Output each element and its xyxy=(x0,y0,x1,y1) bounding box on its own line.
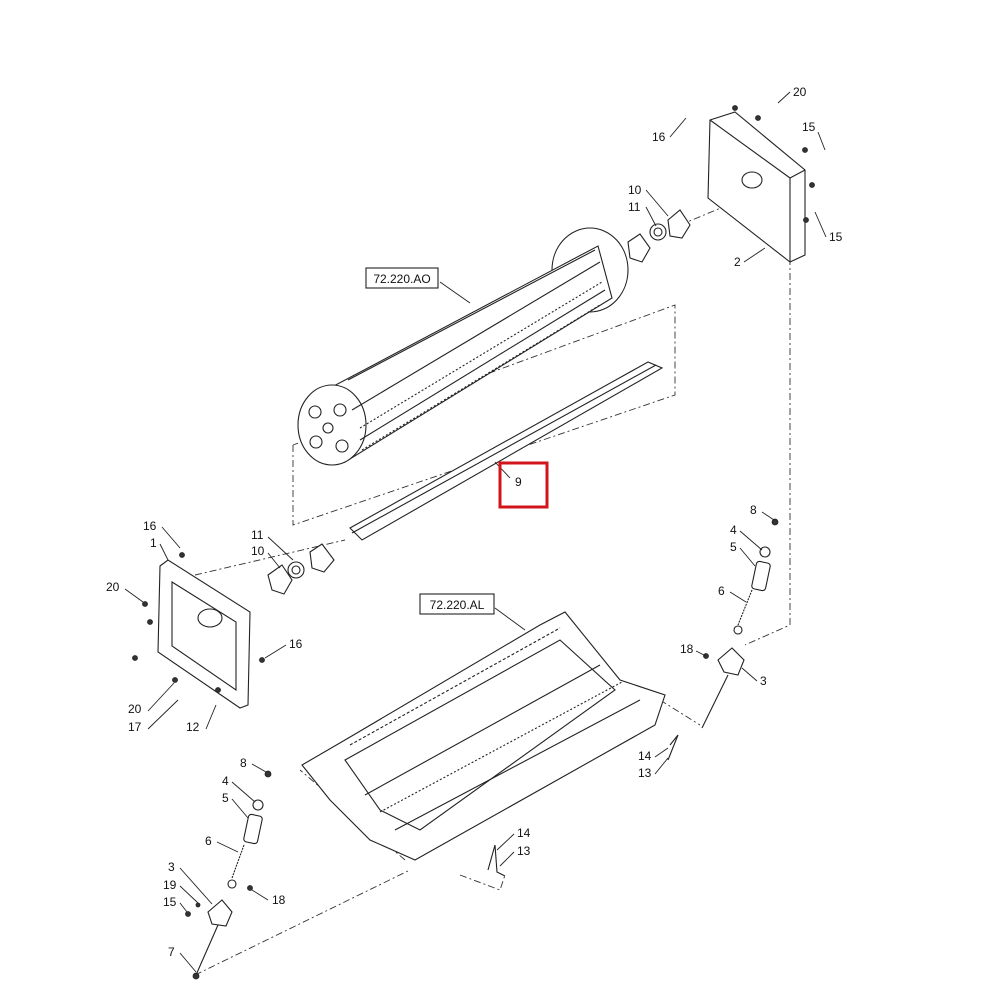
spring-assembly-left xyxy=(185,770,272,980)
callout-10-top[interactable]: 10 xyxy=(628,183,642,197)
callout-17[interactable]: 17 xyxy=(128,720,142,734)
rotor-drum xyxy=(297,227,629,466)
callout-16-top[interactable]: 16 xyxy=(652,130,666,144)
callout-3-left[interactable]: 3 xyxy=(168,860,175,874)
callout-11-left[interactable]: 11 xyxy=(251,528,264,542)
callout-3-right[interactable]: 3 xyxy=(760,674,767,688)
callout-10-left[interactable]: 10 xyxy=(251,544,265,558)
callout-19[interactable]: 19 xyxy=(163,878,177,892)
callouts: 20 16 15 10 11 15 2 9 16 1 11 10 20 16 2… xyxy=(106,85,843,973)
ref-label-pan: 72.220.AL xyxy=(430,598,485,612)
callout-15-left[interactable]: 15 xyxy=(163,895,177,909)
side-plate-right xyxy=(707,105,815,263)
callout-20-bottom[interactable]: 20 xyxy=(128,702,142,716)
callout-14-center[interactable]: 14 xyxy=(517,826,531,840)
ref-box-pan[interactable]: 72.220.AL xyxy=(419,593,526,631)
ref-label-rotor: 72.220.AO xyxy=(373,272,430,286)
highlight-box[interactable] xyxy=(498,461,549,509)
callout-6-right[interactable]: 6 xyxy=(718,584,725,598)
callout-20-left[interactable]: 20 xyxy=(106,580,120,594)
bearing-right xyxy=(627,209,691,263)
callout-11-top[interactable]: 11 xyxy=(628,200,641,214)
callout-18-left[interactable]: 18 xyxy=(272,893,286,907)
callout-15-top[interactable]: 15 xyxy=(802,120,816,134)
callout-8-left[interactable]: 8 xyxy=(240,756,247,770)
center-pin xyxy=(487,844,506,877)
callout-13-center[interactable]: 13 xyxy=(517,844,531,858)
spring-assembly-right xyxy=(667,518,779,761)
callout-6-left[interactable]: 6 xyxy=(205,834,212,848)
callout-16-left[interactable]: 16 xyxy=(143,519,157,533)
callout-2[interactable]: 2 xyxy=(734,255,741,269)
concave-pan xyxy=(301,611,666,861)
callout-5-left[interactable]: 5 xyxy=(222,791,229,805)
callout-9[interactable]: 9 xyxy=(515,475,522,489)
callout-4-left[interactable]: 4 xyxy=(222,774,229,788)
ref-box-rotor[interactable]: 72.220.AO xyxy=(365,267,471,304)
callout-8-right[interactable]: 8 xyxy=(750,503,757,517)
callout-15-right[interactable]: 15 xyxy=(829,230,843,244)
callout-12[interactable]: 12 xyxy=(186,720,200,734)
callout-4-right[interactable]: 4 xyxy=(730,523,737,537)
callout-7[interactable]: 7 xyxy=(168,945,175,959)
side-frame-left xyxy=(132,552,265,709)
callout-16-frame[interactable]: 16 xyxy=(289,637,303,651)
callout-13-right[interactable]: 13 xyxy=(638,766,652,780)
callout-5-right[interactable]: 5 xyxy=(730,540,737,554)
callout-14-right[interactable]: 14 xyxy=(638,749,652,763)
callout-18-right[interactable]: 18 xyxy=(680,642,694,656)
bearing-left xyxy=(267,543,335,595)
rasp-bar xyxy=(349,361,664,541)
callout-20-top[interactable]: 20 xyxy=(793,85,807,99)
callout-1[interactable]: 1 xyxy=(150,536,157,550)
